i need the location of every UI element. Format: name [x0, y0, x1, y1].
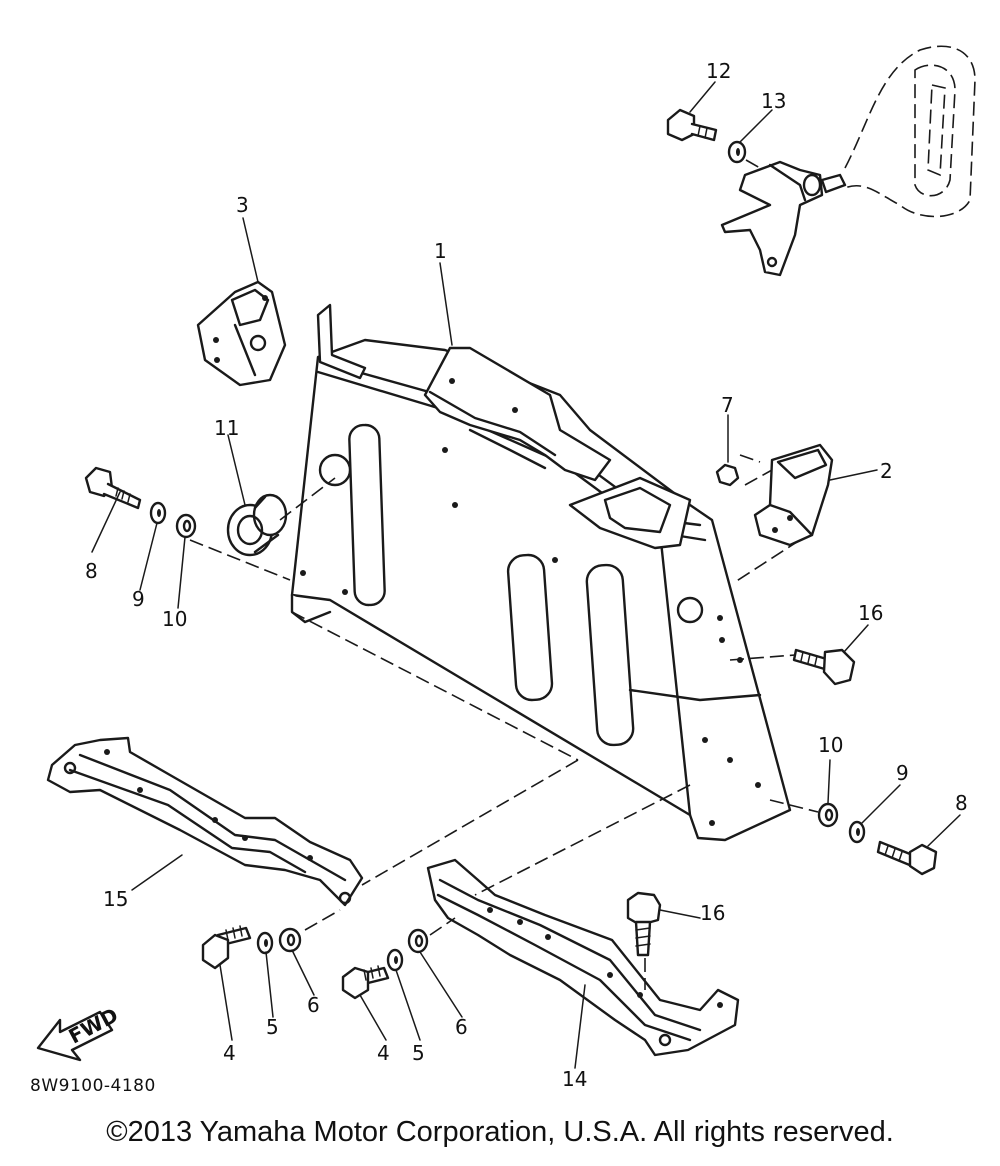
left-cross-member	[46, 736, 364, 907]
main-frame-bracket	[290, 303, 792, 842]
callout-4-left: 4	[223, 1041, 236, 1065]
lock-washer-5-left	[256, 931, 274, 955]
callout-6-right: 6	[455, 1015, 468, 1039]
callout-1: 1	[434, 239, 447, 263]
callout-7: 7	[721, 393, 734, 417]
callout-16-lower: 16	[700, 901, 725, 925]
leader-lines	[91, 81, 961, 1069]
callout-10-left: 10	[162, 607, 187, 631]
forward-direction-arrow: FWD	[36, 1003, 122, 1062]
right-bolt-8	[876, 840, 938, 876]
bolt-4-right	[341, 965, 390, 1000]
callout-numbers: 1 2 3 4 4 5 5 6 6 7 8 8 9 9 10 10 11 12 …	[85, 59, 968, 1091]
callout-13: 13	[761, 89, 786, 113]
washer-13	[727, 140, 747, 164]
right-washer-10	[817, 802, 839, 828]
callout-10-right: 10	[818, 733, 843, 757]
callout-6-left: 6	[307, 993, 320, 1017]
right-mount-bracket	[753, 443, 834, 547]
washer-6-left	[278, 927, 302, 953]
upper-left-mount-bracket	[196, 280, 287, 387]
callout-5-right: 5	[412, 1041, 425, 1065]
callout-3: 3	[236, 193, 249, 217]
fwd-label: FWD	[65, 1003, 122, 1049]
callout-12: 12	[706, 59, 731, 83]
right-cross-member	[426, 858, 740, 1057]
washer-6-right	[407, 928, 429, 954]
callout-11: 11	[214, 416, 239, 440]
left-washer-10	[175, 513, 197, 539]
alignment-lines	[189, 159, 819, 990]
callout-9-right: 9	[896, 761, 909, 785]
left-lock-washer-9	[149, 501, 167, 525]
callout-15: 15	[103, 887, 128, 911]
callout-8-left: 8	[85, 559, 98, 583]
callout-4-right: 4	[377, 1041, 390, 1065]
diagram-reference-code: 8W9100-4180	[30, 1076, 156, 1096]
rubber-damper	[226, 493, 288, 557]
left-bolt-8	[84, 466, 142, 510]
nut-7	[715, 463, 740, 487]
copyright-notice: ©2013 Yamaha Motor Corporation, U.S.A. A…	[106, 1116, 894, 1148]
flange-bolt-16-lower	[626, 891, 662, 957]
callout-2: 2	[880, 459, 893, 483]
callout-16-right: 16	[858, 601, 883, 625]
callout-9-left: 9	[132, 587, 145, 611]
flange-bolt-16-right	[792, 648, 856, 686]
callout-14: 14	[562, 1067, 587, 1091]
bolt-4-left	[201, 925, 252, 970]
callout-5-left: 5	[266, 1015, 279, 1039]
bolt-12	[666, 108, 718, 142]
callout-8-right: 8	[955, 791, 968, 815]
right-lock-washer-9	[848, 820, 866, 844]
lock-washer-5-right	[386, 948, 404, 972]
handle-bracket-assembly	[720, 45, 976, 277]
